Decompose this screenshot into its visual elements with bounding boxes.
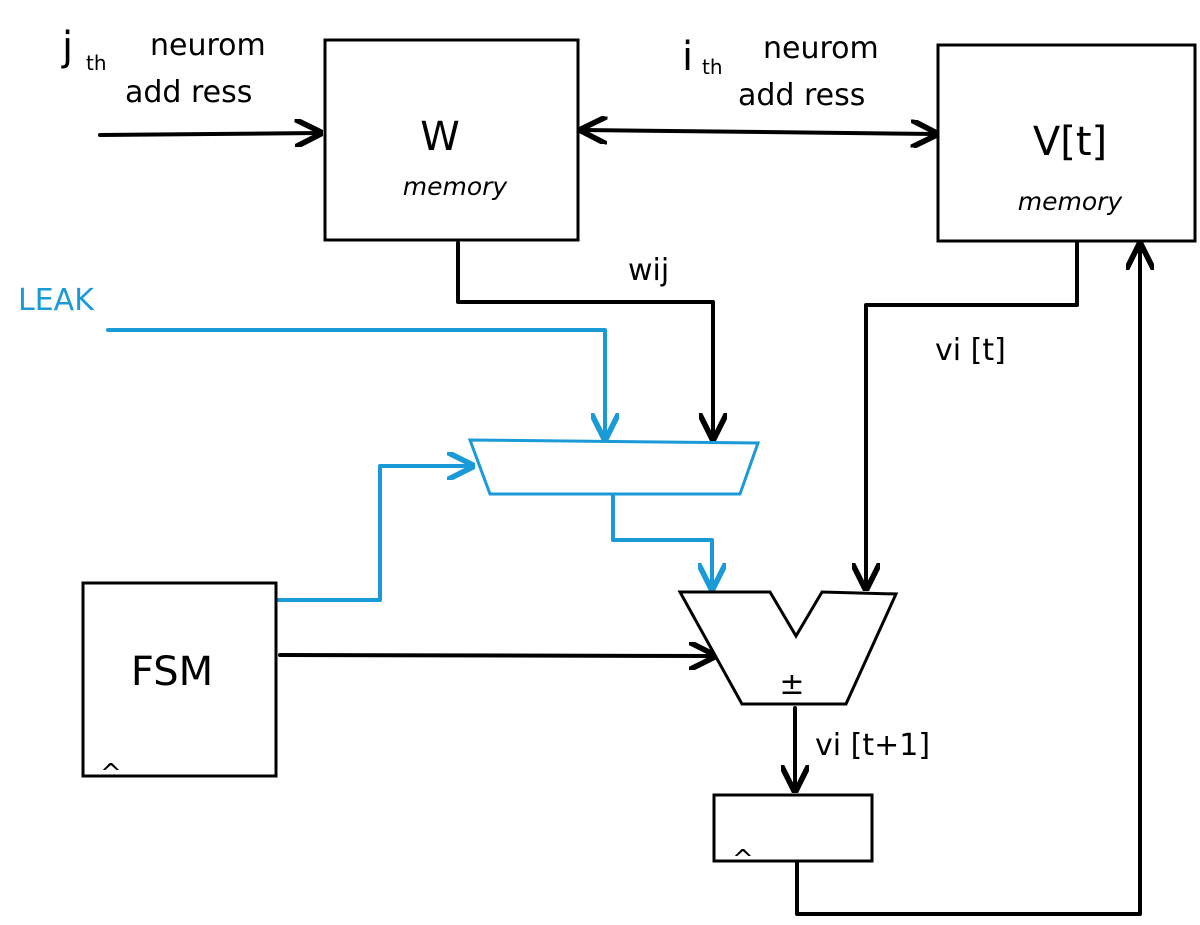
wij-wire: wij [456,241,713,438]
vi-t-wire: vi [t] [866,241,1079,588]
vi-t1-wire: vi [t+1] [795,706,930,790]
i-neuron-word: neurom [763,31,879,66]
fsm-select-wire [276,466,472,602]
j-neuron-suffix: th [86,51,107,75]
i-neuron-suffix: th [702,55,723,79]
w-memory-subtitle: memory [403,172,509,201]
vi-t-label: vi [t] [935,333,1006,368]
fsm-label: FSM [131,649,213,695]
vi-t1-label: vi [t+1] [815,728,930,763]
v-memory-title: V[t] [1033,119,1107,165]
adder-op-label: ± [779,667,804,702]
j-address-arrow [98,133,320,135]
j-neuron-prefix: j [61,24,73,70]
fsm-control-wire [278,655,714,656]
register-clock-icon: ^ [732,845,754,875]
i-neuron-prefix: i [682,34,693,80]
wij-label: wij [628,253,669,288]
v-memory-subtitle: memory [1018,187,1124,216]
v-memory-block: V[t] memory [936,43,1197,243]
i-neuron-address-label: add ress [738,78,865,113]
mux-to-adder-wire [611,494,712,588]
adder-subtractor: ± [677,590,899,706]
i-neuron-address-link: i th neurom add ress [582,31,936,134]
j-neuron-word: neurom [150,28,266,63]
leak-wire: LEAK [18,283,605,438]
writeback-wire [795,245,1140,916]
fsm-block: FSM ^ [81,581,278,789]
leak-label: LEAK [18,283,95,318]
w-memory-block: W memory [323,38,580,242]
i-address-arrow [582,130,936,134]
leak-weight-mux [467,438,761,496]
j-neuron-address-label: add ress [125,75,252,110]
fsm-clock-icon: ^ [100,759,122,789]
w-memory-title: W [420,114,460,160]
j-neuron-address-input: j th neurom add ress [61,24,320,135]
output-register: ^ [712,793,874,875]
